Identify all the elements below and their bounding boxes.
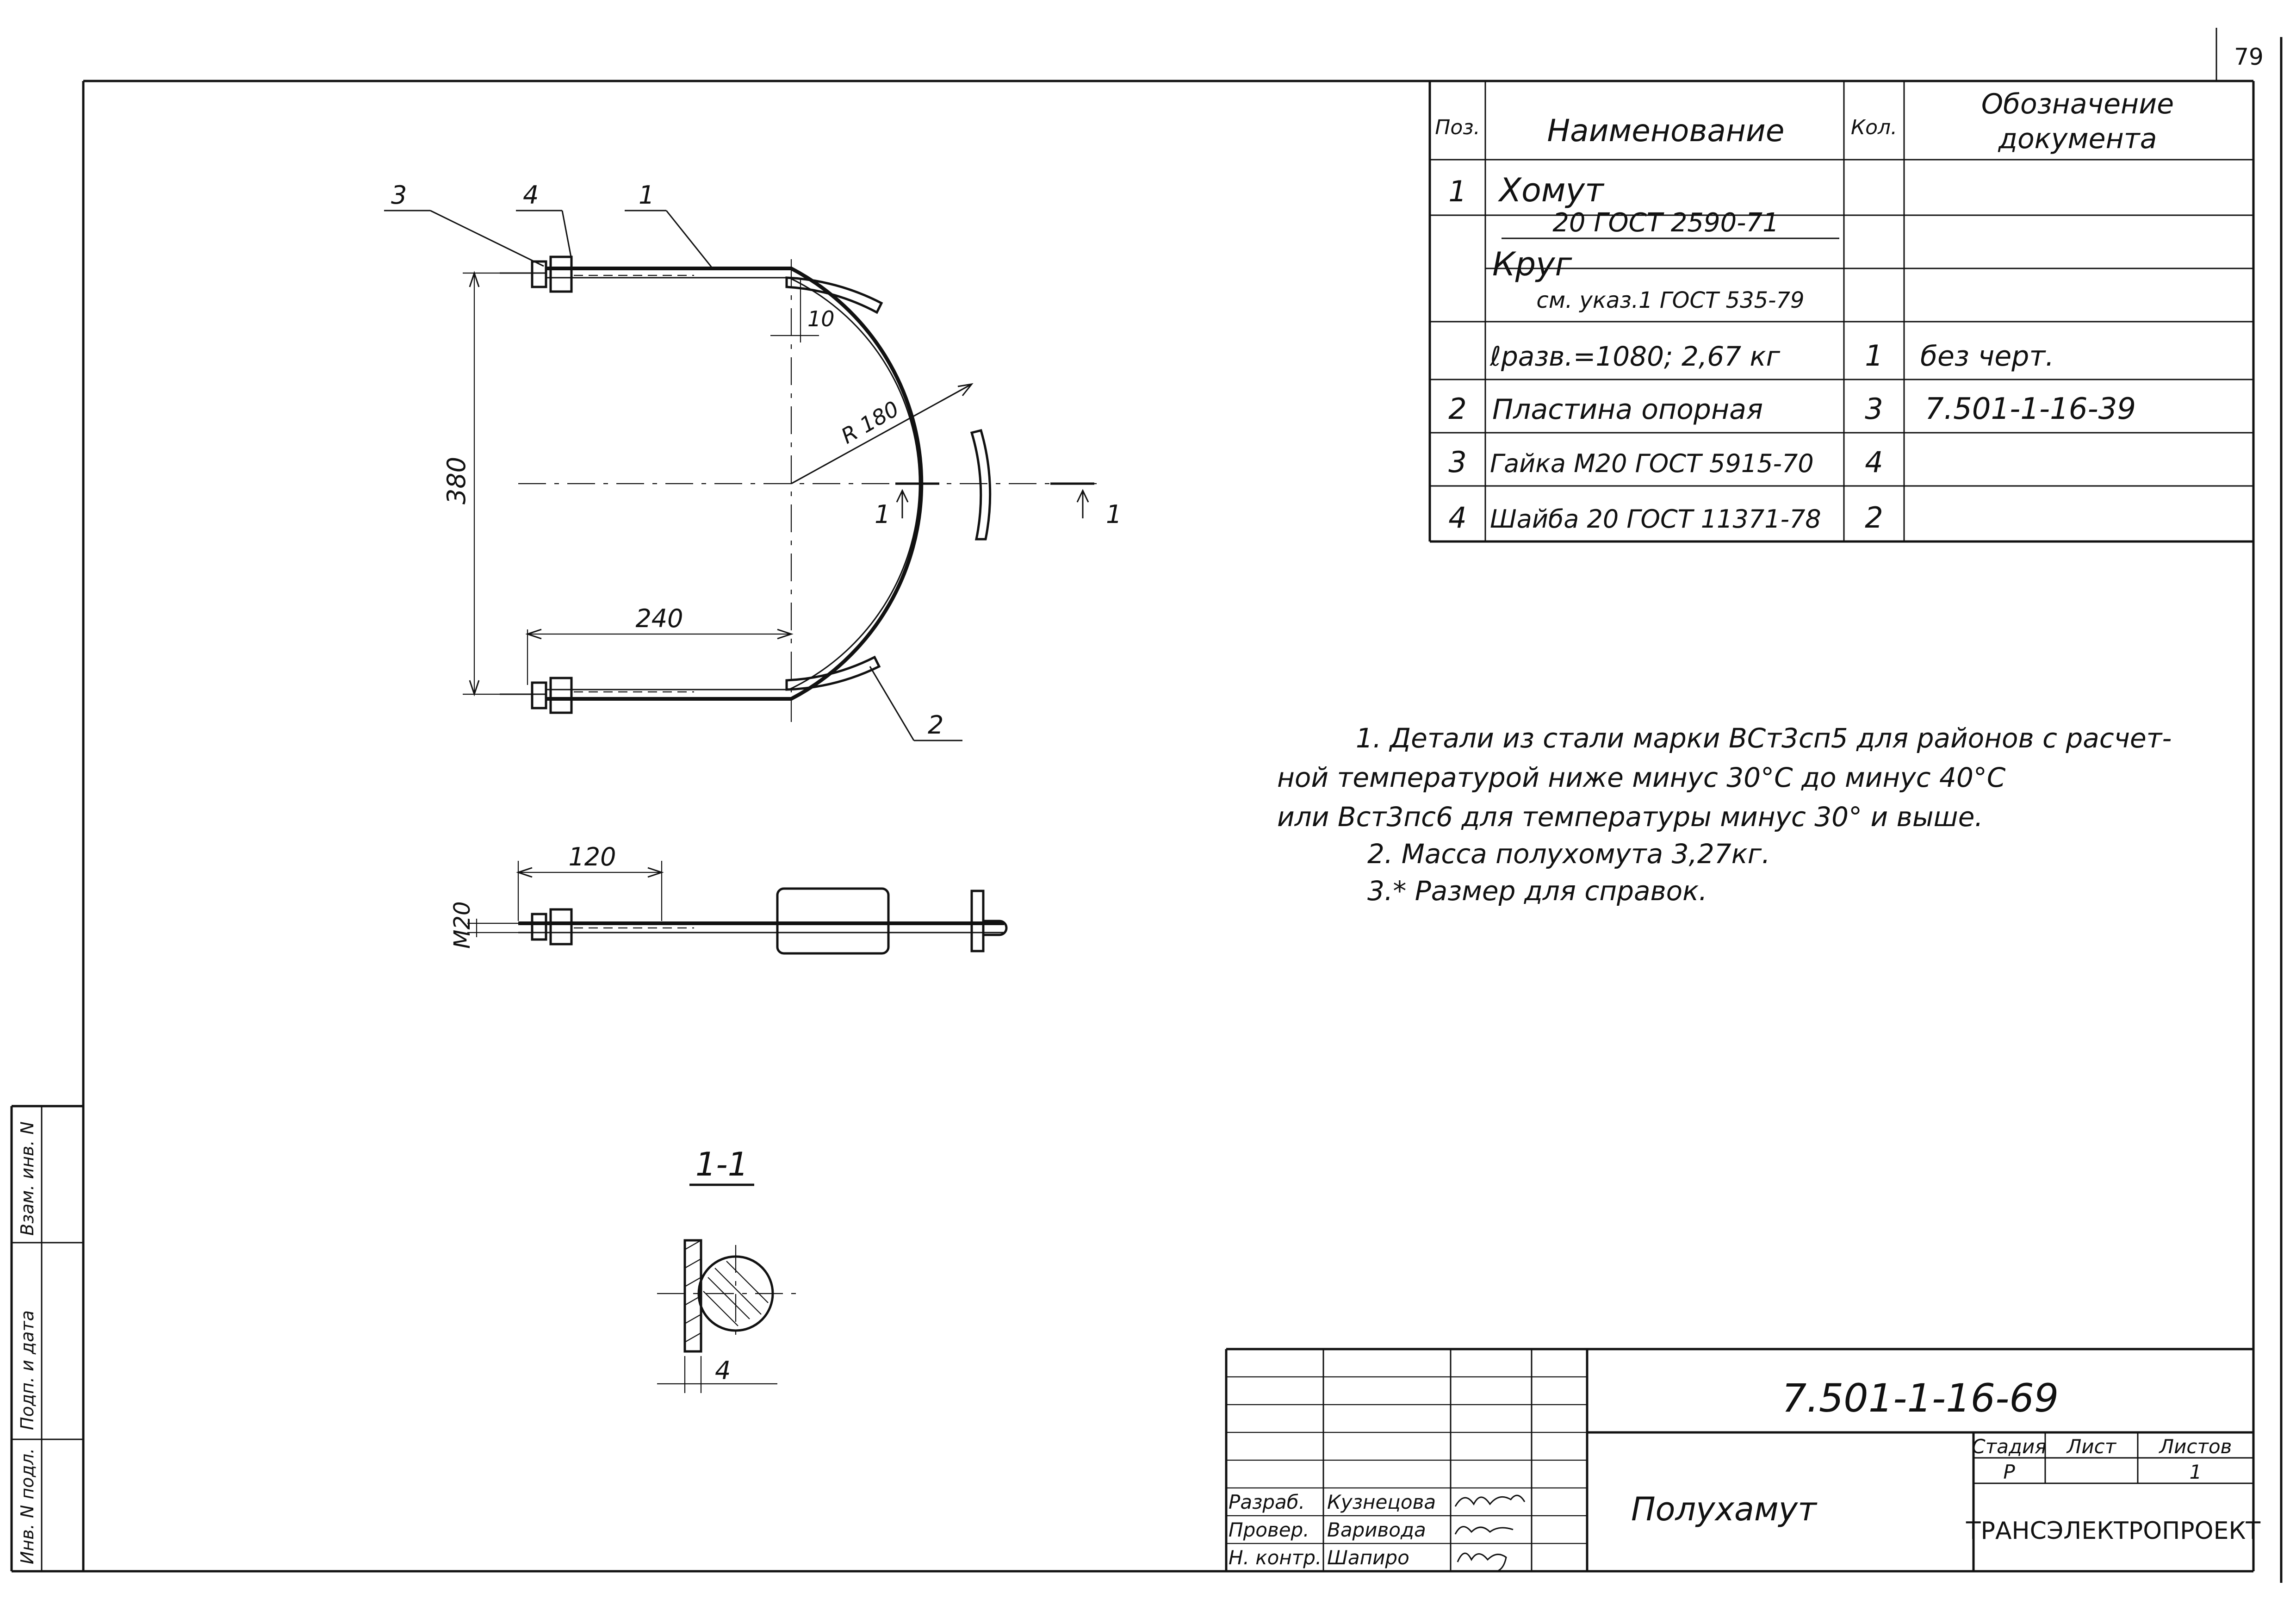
signatures: [1454, 1494, 1526, 1572]
spec-header-name: Наименование: [1547, 113, 1785, 149]
spec-row-4-name: Пластина опорная: [1492, 393, 1763, 426]
leader-pos-3: 3: [391, 180, 407, 210]
spec-row-4-doc: 7.501-1-16-39: [1925, 392, 2136, 426]
dim-height: 380: [442, 457, 471, 504]
spec-row-3-doc: без черт.: [1920, 340, 2054, 373]
spec-row-6-qty: 2: [1865, 501, 1883, 535]
side-stamp-replaced-inv: Взам. инв. N: [17, 1121, 37, 1236]
section-cut-marks: [895, 482, 1094, 518]
title-stage-label: Стадия: [1972, 1435, 2046, 1458]
section-mark-right: 1: [1106, 500, 1122, 529]
note-line-1: 1. Детали из стали марки ВСт3сп5 для рай…: [1356, 722, 2172, 754]
title-sheets-label: Листов: [2159, 1435, 2232, 1458]
side-stamp-inv-original: Инв. N подл.: [17, 1448, 37, 1564]
role-norm-control: Н. контр.: [1229, 1546, 1322, 1569]
spec-row-3-name: ℓразв.=1080; 2,67 кг: [1489, 341, 1781, 372]
spec-row-3-qty: 1: [1865, 339, 1883, 373]
leader-pos-1: 1: [639, 180, 654, 210]
side-stamp: [10, 1105, 83, 1573]
name-checker: Варивода: [1327, 1518, 1426, 1541]
leader-pos-4: 4: [523, 180, 539, 210]
clamp-main-view: [500, 255, 1097, 722]
spec-row-2-prefix: Круг: [1492, 245, 1573, 283]
title-stage-value: Р: [2003, 1461, 2015, 1483]
section-view: [657, 1239, 796, 1393]
role-checker: Провер.: [1229, 1518, 1309, 1541]
spec-row-5-pos: 3: [1448, 445, 1466, 479]
sheet-number: 79: [2234, 44, 2264, 70]
title-name: Полухамут: [1631, 1490, 1818, 1528]
spec-header-pos: Поз.: [1435, 116, 1480, 139]
section-mark-left: 1: [875, 500, 890, 529]
spec-header-qty: Кол.: [1851, 116, 1897, 139]
position-leaders: [384, 210, 962, 741]
title-sheets-value: 1: [2190, 1461, 2202, 1483]
dim-thread: M20: [449, 902, 475, 949]
title-doc-code: 7.501-1-16-69: [1782, 1375, 2059, 1421]
dim-width: 240: [635, 604, 683, 633]
role-developer: Разраб.: [1229, 1491, 1305, 1513]
title-organization: ТРАНСЭЛЕКТРОПРОЕКТ: [1966, 1517, 2261, 1545]
section-title: 1-1: [695, 1145, 748, 1183]
spec-header-doc-2: документа: [1998, 123, 2157, 155]
spec-row-2-top: 20 ГОСТ 2590-71: [1552, 208, 1779, 238]
name-developer: Кузнецова: [1327, 1491, 1436, 1513]
note-line-5: 3.* Размер для справок.: [1367, 875, 1707, 907]
note-line-2: ной температурой ниже минус 30°С до мину…: [1277, 762, 2006, 793]
note-line-3: или Вст3пс6 для температуры минус 30° и …: [1277, 801, 1983, 833]
side-stamp-signature-date: Подп. и дата: [17, 1310, 37, 1430]
clamp-side-view: [467, 861, 1008, 955]
spec-row-6-pos: 4: [1448, 501, 1466, 535]
spec-row-5-qty: 4: [1865, 445, 1883, 479]
spec-header-doc-1: Обозначение: [1981, 88, 2174, 120]
dim-offset: 10: [807, 306, 835, 331]
spec-table: [1428, 81, 2253, 543]
note-line-4: 2. Масса полухомута 3,27кг.: [1367, 838, 1770, 870]
leader-pos-2: 2: [928, 710, 943, 740]
spec-row-1-name: Хомут: [1497, 171, 1605, 209]
main-view-dimensions: [463, 271, 974, 697]
spec-row-5-name: Гайка М20 ГОСТ 5915-70: [1490, 449, 1814, 478]
spec-row-2-bottom: см. указ.1 ГОСТ 535-79: [1536, 287, 1804, 313]
title-sheet-label: Лист: [2066, 1435, 2117, 1458]
spec-row-1-pos: 1: [1448, 174, 1466, 208]
name-norm-control: Шапиро: [1327, 1546, 1409, 1569]
title-block: [1225, 1348, 2253, 1571]
sheet-frame: [82, 28, 2283, 1583]
dim-thread-len: 120: [568, 842, 616, 871]
spec-row-6-name: Шайба 20 ГОСТ 11371-78: [1490, 504, 1821, 534]
dim-plate: 4: [715, 1356, 731, 1385]
spec-row-4-qty: 3: [1865, 392, 1883, 426]
spec-row-4-pos: 2: [1448, 392, 1466, 426]
